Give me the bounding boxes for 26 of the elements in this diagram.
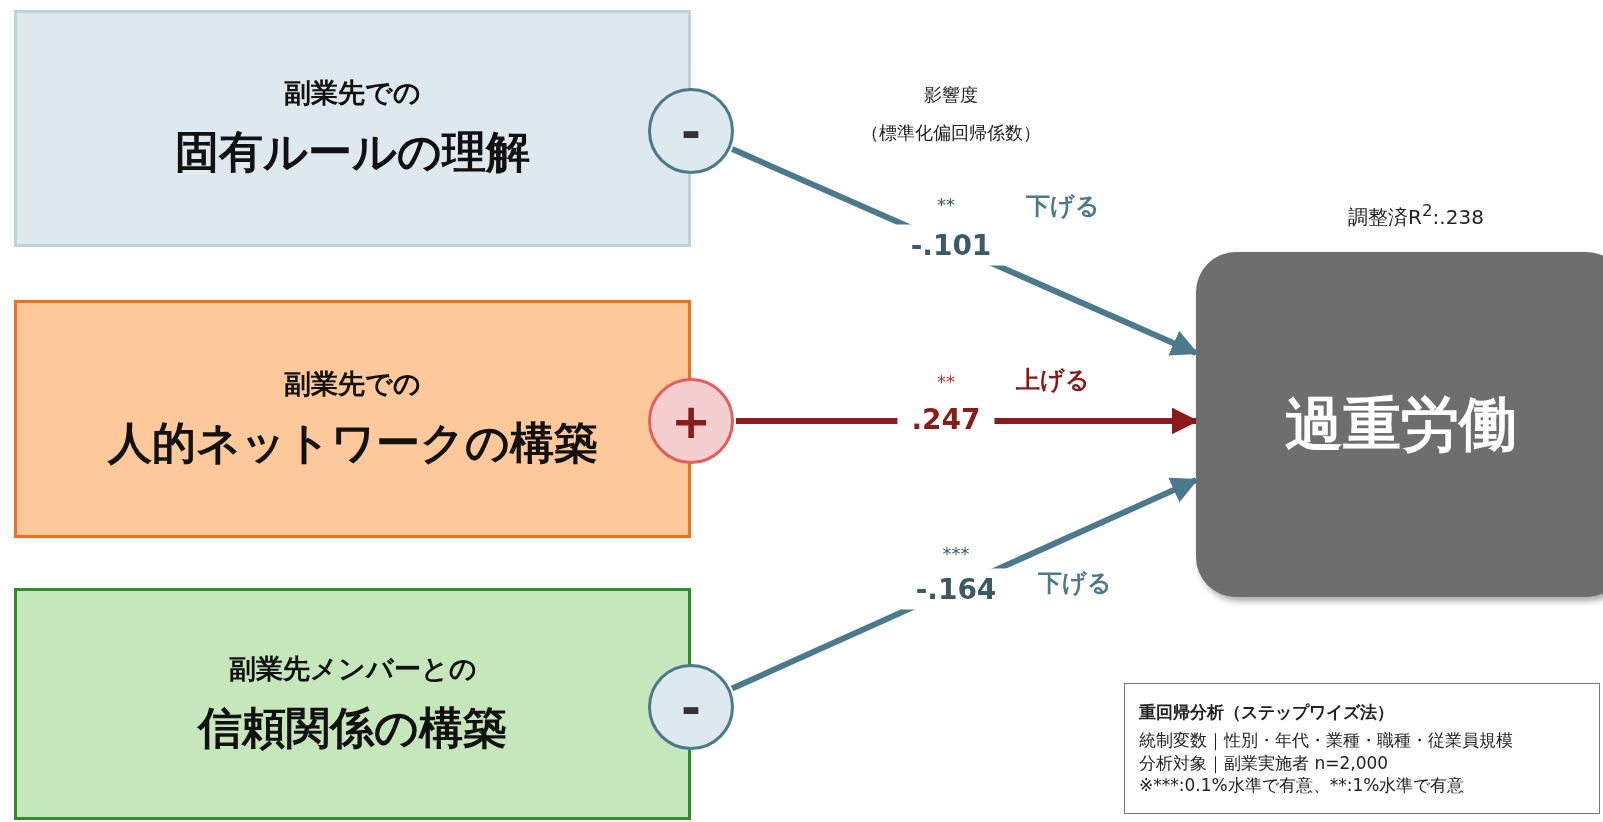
axis-caption: 影響度 (924, 83, 978, 107)
box-subheading: 副業先メンバーとの (228, 651, 477, 686)
box-heading: 人的ネットワークの構築 (107, 415, 598, 470)
note-text: 統制変数｜性別・年代・業種・職種・従業員規模 (1139, 729, 1513, 752)
significance-mark: ** (937, 370, 955, 392)
note-box (1124, 683, 1600, 814)
r-squared-label: 調整済R$^{2}$:.238 (1348, 201, 1484, 231)
note-text: 分析対象｜副業実施者 n=2,000 (1139, 751, 1389, 774)
note-heading: 重回帰分析（ステップワイズ法） (1139, 701, 1394, 724)
outcome-box (1196, 252, 1603, 597)
effect-label: 上げる (1016, 365, 1090, 396)
box-heading: 信頼関係の構築 (198, 700, 507, 755)
outcome-label: 過重労働 (1285, 388, 1517, 460)
significance-mark: *** (942, 542, 970, 564)
coefficient-label: -.101 (896, 224, 1006, 266)
effect-label: 下げる (1026, 191, 1100, 222)
sign-symbol: + (670, 397, 712, 445)
sign-symbol: - (681, 683, 701, 731)
box-subheading: 副業先での (284, 366, 421, 401)
effect-label: 下げる (1038, 568, 1112, 599)
box-heading: 固有ルールの理解 (175, 125, 530, 179)
box-subheading: 副業先での (284, 76, 421, 110)
note-text: ※***:0.1%水準で有意、**:1%水準で有意 (1139, 774, 1465, 796)
sign-symbol: - (681, 107, 701, 155)
significance-mark: ** (937, 193, 955, 215)
axis-caption: （標準化偏回帰係数） (861, 121, 1041, 145)
